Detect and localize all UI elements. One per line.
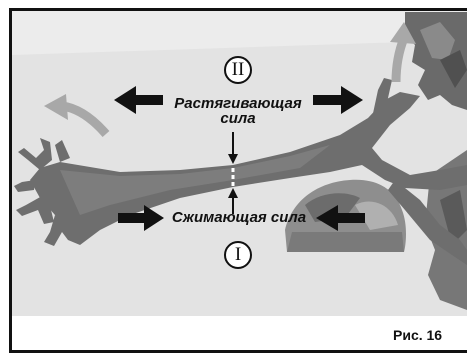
- compression-roman-numeral: I: [224, 241, 252, 269]
- compression-force-label: Сжимающая сила: [163, 210, 315, 226]
- tension-label-line1: Растягивающая: [163, 96, 313, 111]
- figure-caption: Рис. 16: [393, 327, 442, 343]
- tension-force-label: Растягивающая сила: [163, 96, 313, 126]
- tension-roman-numeral: II: [224, 56, 252, 84]
- tension-label-line2: сила: [163, 111, 313, 126]
